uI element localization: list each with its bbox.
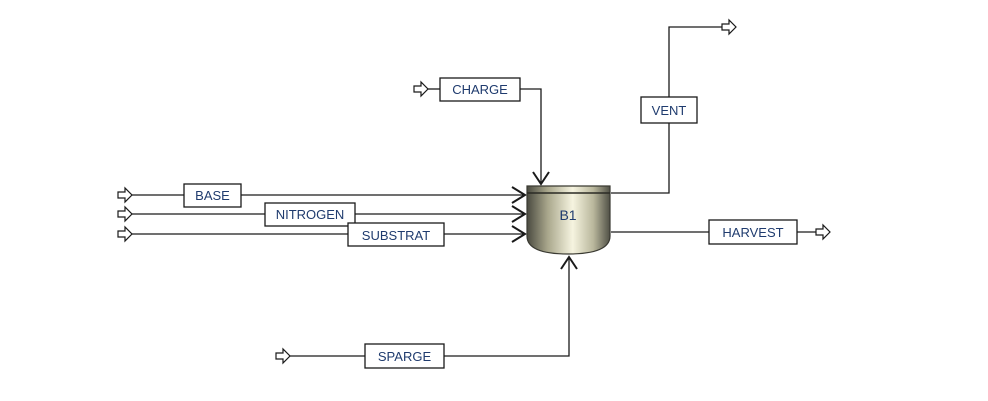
stream-label-substrat[interactable]: SUBSTRAT xyxy=(347,222,445,247)
stream-label-text: SUBSTRAT xyxy=(362,228,430,243)
open-arrowhead-icon xyxy=(532,171,550,186)
hollow-arrow-icon-nitrogen-feed[interactable] xyxy=(117,205,133,223)
hollow-arrow-icon-charge-feed[interactable] xyxy=(413,80,429,98)
stream-line-vent[interactable] xyxy=(668,26,722,97)
stream-label-harvest[interactable]: HARVEST xyxy=(708,219,798,245)
hollow-arrow-icon-base-feed[interactable] xyxy=(117,186,133,204)
stream-line-vent-from-b1[interactable] xyxy=(611,123,670,194)
stream-label-text: CHARGE xyxy=(452,82,508,97)
block-b1[interactable]: B1 xyxy=(526,185,611,255)
open-arrowhead-icon xyxy=(511,186,527,204)
stream-label-text: BASE xyxy=(195,188,230,203)
hollow-arrow-icon-vent-product[interactable] xyxy=(721,18,737,36)
stream-label-charge[interactable]: CHARGE xyxy=(439,77,521,102)
stream-label-text: NITROGEN xyxy=(276,207,345,222)
stream-label-text: VENT xyxy=(652,103,687,118)
stream-label-sparge[interactable]: SPARGE xyxy=(364,343,445,369)
stream-label-nitrogen[interactable]: NITROGEN xyxy=(264,202,356,227)
open-arrowhead-icon xyxy=(560,255,578,270)
hollow-arrow-icon-harvest-product[interactable] xyxy=(815,223,831,241)
open-arrowhead-icon xyxy=(511,205,527,223)
hollow-arrow-icon-sparge-feed[interactable] xyxy=(275,347,291,365)
vessel-body xyxy=(526,185,611,255)
stream-label-vent[interactable]: VENT xyxy=(640,96,698,124)
hollow-arrow-icon-substrat-feed[interactable] xyxy=(117,225,133,243)
stream-label-base[interactable]: BASE xyxy=(183,183,242,208)
block-label-b1: B1 xyxy=(559,207,576,223)
open-arrowhead-icon xyxy=(511,225,527,243)
stream-line-sparge-to-b1[interactable] xyxy=(444,258,570,357)
stream-label-text: HARVEST xyxy=(722,225,783,240)
stream-label-text: SPARGE xyxy=(378,349,432,364)
stream-line-charge-to-b1[interactable] xyxy=(520,88,542,183)
